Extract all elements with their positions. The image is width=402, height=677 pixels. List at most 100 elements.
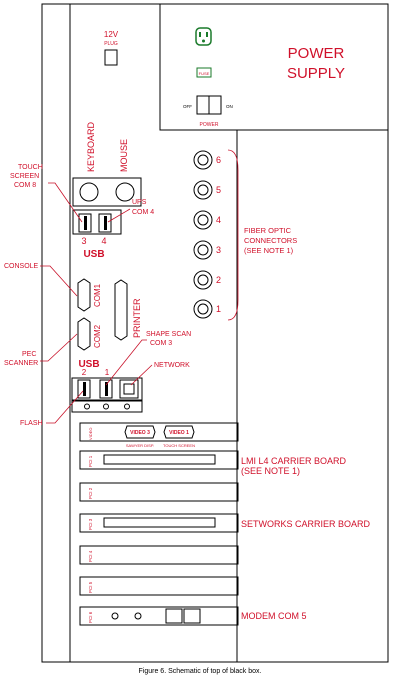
usb-port-3[interactable] (78, 213, 92, 233)
pci-slot-3 (79, 513, 239, 533)
shape-scan-label-line1: SHAPE SCAN (146, 331, 191, 338)
usb-port-4[interactable] (98, 213, 112, 233)
screw-strip (71, 400, 143, 413)
pci-3-connector[interactable] (103, 517, 216, 528)
fiber-number-6: 6 (216, 155, 221, 165)
pci-slot-6 (79, 606, 239, 626)
power-supply-label-line2: SUPPLY (287, 65, 345, 82)
fiber-connector-1[interactable] (193, 299, 213, 319)
printer-port[interactable] (114, 279, 128, 341)
lmi-label-line2: (SEE NOTE 1) (241, 466, 300, 476)
modem-jack-1[interactable] (165, 608, 183, 624)
pci-slot-5 (79, 576, 239, 596)
touch-screen-label-line2: SCREEN (10, 173, 39, 180)
modem-led-icon (134, 612, 142, 620)
pci-slot-2 (79, 482, 239, 502)
com2-label: COM2 (93, 324, 102, 348)
usb-port-2[interactable] (77, 379, 91, 399)
com1-label: COM1 (93, 283, 102, 307)
usb-top-label: USB (83, 249, 104, 260)
mouse-label: MOUSE (119, 139, 129, 172)
flash-label: FLASH (20, 420, 43, 427)
port-4-label: 4 (101, 236, 106, 246)
plug-12v-socket[interactable] (104, 49, 118, 66)
fiber-connector-3[interactable] (193, 240, 213, 260)
fiber-connector-6[interactable] (193, 150, 213, 170)
fiber-number-5: 5 (216, 185, 221, 195)
usb-port-1[interactable] (99, 379, 113, 399)
touch-screen-small-label: TOUCH SCREEN (163, 443, 195, 448)
fiber-label-line3: (SEE NOTE 1) (244, 246, 294, 255)
power-supply-label-line1: POWER (288, 45, 345, 62)
pci-6-label: PCI 6 (88, 611, 93, 623)
console-label: CONSOLE (4, 263, 39, 270)
fiber-label-line2: CONNECTORS (244, 236, 297, 245)
fiber-label-line1: FIBER OPTIC (244, 226, 292, 235)
ups-label-line1: UPS (132, 199, 147, 206)
network-label: NETWORK (154, 362, 190, 369)
flash-leader (46, 390, 84, 424)
fuse-icon: FUSE (196, 67, 212, 78)
usb-top-block (72, 209, 122, 235)
fiber-number-1: 1 (216, 304, 221, 314)
sawyer-disp-label: SAWYER DISP. (126, 443, 154, 448)
pec-label-line1: PEC (22, 351, 36, 358)
screw-icon (124, 403, 130, 410)
power-supply-box (159, 3, 389, 131)
keyboard-label: KEYBOARD (86, 121, 96, 172)
video3-port[interactable]: VIDEO 3 (124, 425, 156, 439)
plug-12v-label-line1: 12V (104, 30, 119, 39)
port-1-label: 1 (105, 368, 110, 377)
screw-icon (84, 403, 90, 410)
fiber-connector-5[interactable] (193, 180, 213, 200)
fiber-number-2: 2 (216, 275, 221, 285)
switch-off-label: OFF (183, 104, 192, 109)
pec-leader (40, 333, 78, 362)
pci-1-connector[interactable] (103, 454, 216, 465)
network-port[interactable] (119, 379, 139, 399)
pci-1-label: PCI 1 (88, 455, 93, 467)
ac-outlet-icon (195, 27, 212, 46)
ups-label-line2: COM 4 (132, 209, 154, 216)
console-leader (40, 265, 78, 297)
fiber-number-3: 3 (216, 245, 221, 255)
power-switch[interactable]: OFF ON POWER (183, 95, 233, 128)
printer-label: PRINTER (132, 298, 142, 338)
network-leader (130, 364, 153, 386)
switch-on-label: ON (226, 104, 233, 109)
keyboard-port-icon[interactable] (79, 182, 99, 202)
usb-bottom-label: USB (78, 359, 99, 370)
figure-caption: Figure 6. Schematic of top of black box. (139, 668, 262, 675)
fiber-number-4: 4 (216, 215, 221, 225)
video3-label: VIDEO 3 (130, 430, 150, 436)
fiber-connector-4[interactable] (193, 210, 213, 230)
video1-label: VIDEO 1 (169, 430, 189, 436)
pci-4-label: PCI 4 (88, 550, 93, 562)
plug-12v-label-line2: PLUG (104, 41, 118, 47)
touch-screen-label-line1: TOUCH (18, 164, 43, 171)
fiber-connector-2[interactable] (193, 270, 213, 290)
video-slot (79, 422, 239, 442)
touch-screen-label-line3: COM 8 (14, 182, 36, 189)
port-2-label: 2 (82, 368, 87, 377)
ps2-port-block (72, 177, 142, 207)
port-3-label: 3 (81, 236, 86, 246)
com1-port[interactable] (77, 278, 91, 312)
pci-slot-1 (79, 450, 239, 470)
shape-scan-leader (105, 339, 147, 386)
shape-scan-label-line2: COM 3 (150, 340, 172, 347)
screw-icon (103, 403, 109, 410)
usb-bottom-block (71, 377, 143, 401)
lmi-label-line1: LMI L4 CARRIER BOARD (241, 456, 347, 466)
modem-label: MODEM COM 5 (241, 611, 307, 621)
mouse-port-icon[interactable] (115, 182, 135, 202)
switch-caption: POWER (200, 122, 219, 128)
touch-screen-leader (48, 182, 83, 223)
modem-jack-2[interactable] (183, 608, 201, 624)
com2-port[interactable] (77, 317, 91, 351)
fiber-bracket (227, 149, 239, 321)
pec-label-line2: SCANNER (4, 360, 38, 367)
video1-port[interactable]: VIDEO 1 (163, 425, 195, 439)
setworks-label: SETWORKS CARRIER BOARD (241, 519, 371, 529)
